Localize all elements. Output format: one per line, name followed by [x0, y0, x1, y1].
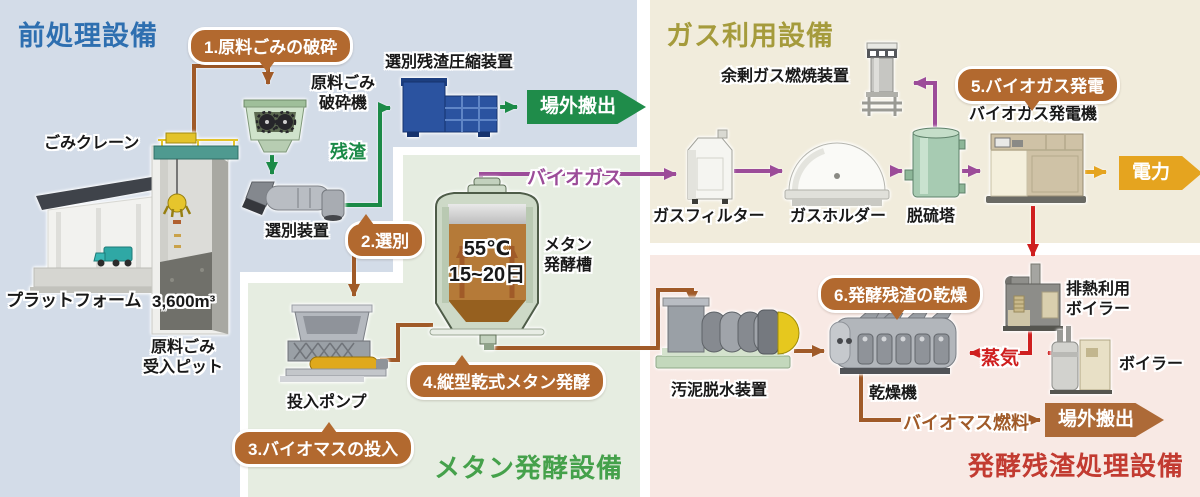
label-compactor: 選別残渣圧縮装置	[385, 54, 514, 71]
label-generator: バイオガス発電機	[969, 106, 1098, 123]
title-pretreatment: 前処理設備	[18, 21, 158, 51]
label-gas-holder: ガスホルダー	[790, 208, 887, 225]
label-boiler: ボイラー	[1119, 356, 1184, 373]
label-pit: 原料ごみ 受入ピット	[142, 339, 223, 376]
sorter-illustration	[242, 181, 345, 221]
receiving-building-illustration	[30, 132, 239, 335]
label-digester-days: 15~20日	[448, 264, 526, 286]
label-pit-volume: 3,600m³	[152, 292, 216, 311]
title-gas-use: ガス利用設備	[666, 21, 834, 51]
label-sorter: 選別装置	[265, 223, 330, 240]
label-crane: ごみクレーン	[44, 135, 140, 152]
garbage-truck	[93, 246, 133, 267]
residue-flow-label: 残渣	[330, 142, 366, 162]
step-badge-1: 1.原料ごみの破砕	[188, 27, 354, 72]
flow-sorter-residue-to-compactor	[344, 102, 391, 207]
step-badge-5: 5.バイオガス発電	[955, 66, 1121, 111]
feed-pump-illustration	[280, 304, 388, 382]
biogas-flow-label: バイオガス	[527, 168, 623, 189]
boiler-illustration	[1050, 326, 1112, 394]
gas-holder-illustration	[784, 142, 890, 206]
label-surplus-burner: 余剰ガス燃焼装置	[721, 68, 850, 85]
warehouse-roof	[36, 176, 164, 210]
garbage-crane	[153, 132, 239, 218]
title-residue: 発酵残渣処理設備	[968, 451, 1185, 481]
label-feed-pump: 投入ポンプ	[287, 394, 367, 411]
flow-pump-to-digester	[380, 323, 433, 362]
generator-illustration	[986, 133, 1086, 203]
flow-surplus-gas-to-burner	[913, 77, 937, 127]
label-digester-temp: 55℃	[463, 238, 511, 260]
power-badge: 電力	[1119, 156, 1200, 190]
compactor-illustration	[401, 78, 498, 137]
receiving-pit	[151, 145, 229, 335]
label-dewaterer: 汚泥脱水装置	[671, 382, 768, 399]
flow-steam-to-dryer	[969, 330, 1032, 359]
panel-gas-use	[650, 0, 1200, 243]
label-platform: プラットフォーム	[6, 291, 142, 310]
label-heat-boiler: 排熱利用 ボイラー	[1066, 281, 1131, 318]
heat-boiler-illustration	[1003, 263, 1063, 331]
surplus-burner-illustration	[862, 42, 902, 116]
step-badge-6: 6.発酵残渣の乾燥	[818, 275, 984, 320]
dewaterer-illustration	[655, 297, 800, 369]
step-badge-4: 4.縦型乾式メタン発酵	[407, 355, 607, 400]
biomass-fuel-flow-label: バイオマス燃料	[903, 413, 1029, 433]
carryout-top-badge: 場外搬出	[527, 90, 646, 124]
step-badge-3: 3.バイオマスの投入	[232, 422, 415, 467]
gas-filter-illustration	[687, 129, 733, 204]
platform-slab	[33, 267, 153, 288]
title-methane: メタン発酵設備	[434, 453, 624, 483]
carryout-bottom-badge: 場外搬出	[1045, 403, 1164, 437]
desulfurizer-illustration	[904, 127, 966, 198]
step-badge-2: 2.選別	[345, 214, 426, 259]
label-digester: メタン 発酵槽	[544, 237, 593, 274]
digester-illustration	[429, 177, 545, 350]
flow-digester-to-dewaterer	[490, 288, 698, 350]
dryer-illustration	[829, 304, 957, 374]
label-crusher: 原料ごみ 破砕機	[310, 75, 375, 112]
label-desulfurizer: 脱硫塔	[907, 208, 956, 225]
label-gas-filter: ガスフィルター	[653, 208, 765, 225]
flow-dryer-to-biomass-fuel	[859, 372, 901, 422]
steam-flow-label: 蒸気	[981, 348, 1020, 369]
label-dryer: 乾燥機	[869, 385, 918, 402]
crusher-illustration	[243, 99, 307, 153]
